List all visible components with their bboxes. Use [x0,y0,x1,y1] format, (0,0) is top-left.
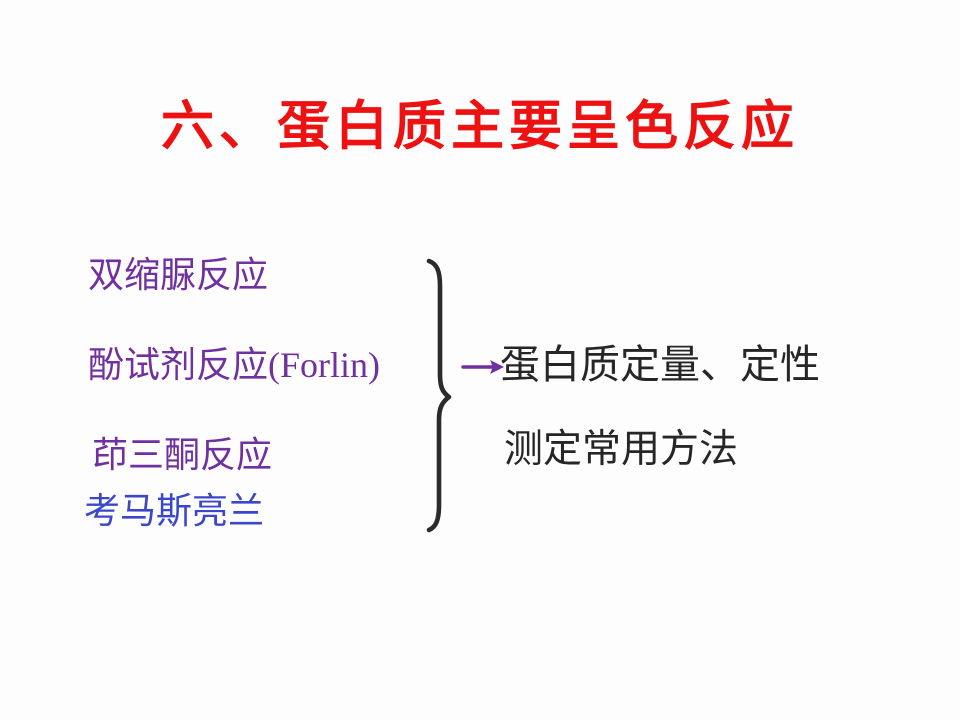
page-title: 六、蛋白质主要呈色反应 [161,98,799,156]
annotation-line-1: 蛋白质定量、定性 [500,342,820,387]
reaction-item-coomassie: 考马斯亮兰 [84,491,265,531]
curly-brace-icon [420,257,452,534]
reaction-item-biuret: 双缩脲反应 [88,255,269,295]
annotation-line-2: 测定常用方法 [504,428,739,471]
reaction-item-ninhydrin: 茚三酮反应 [92,435,273,475]
reaction-item-phenol-forlin: 酚试剂反应(Forlin) [88,345,380,385]
right-arrow-icon [461,353,505,381]
